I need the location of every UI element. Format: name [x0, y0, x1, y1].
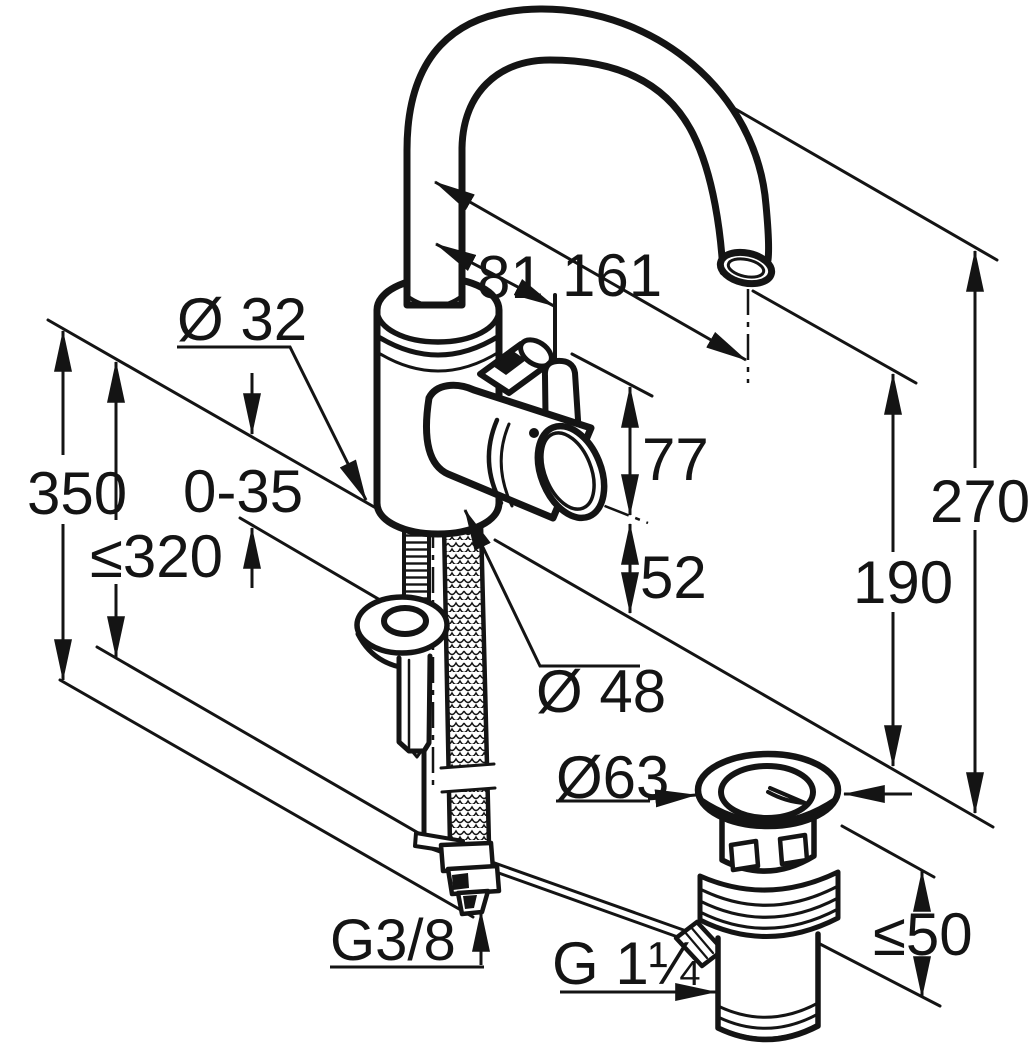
dim-label-0-35: 0-35 [183, 458, 303, 525]
mounting-hardware [354, 521, 694, 943]
lever-top-ref-line [570, 352, 654, 398]
dim-label-161: 161 [562, 242, 662, 309]
dim-label-dia32: Ø 32 [177, 286, 307, 353]
mounting-washer-inner [381, 605, 429, 637]
drain-bowl-slash [766, 786, 807, 805]
dim-161-line [433, 180, 748, 362]
dim-label-350: 350 [27, 460, 127, 527]
dimension-labels: Ø 32 350 0-35 ≤320 81 161 77 52 270 190 … [27, 242, 1030, 997]
dim-label-81: 81 [477, 244, 544, 311]
bracket-notch [410, 748, 424, 759]
dimension-lines [54, 180, 984, 1001]
handle-face-inner [540, 431, 596, 511]
dim-label-dia48: Ø 48 [536, 658, 666, 725]
handle-seam [486, 417, 504, 506]
threaded-rod [402, 526, 431, 602]
hose-upper-ref-line [95, 645, 448, 851]
drain-window [728, 838, 761, 873]
supply-hose [441, 521, 492, 848]
leader-dia32 [177, 345, 368, 502]
leader-dia48 [463, 508, 640, 668]
drain-collar-ridges [698, 884, 840, 930]
deck-top-left-line [46, 318, 378, 510]
hose-lower-ref-line [58, 678, 475, 919]
drain-deck-bottom-line [840, 824, 936, 879]
handle-seam [499, 422, 514, 508]
g38-connector [438, 840, 502, 917]
dim-label-320max: ≤320 [90, 523, 223, 590]
drain-thread [716, 1001, 820, 1040]
drain-assembly [673, 750, 842, 1043]
handle-dot [529, 428, 539, 438]
drain-flange-rim [697, 796, 839, 825]
leader-dia63 [556, 785, 912, 808]
deck-bottom-left-line [238, 516, 394, 609]
dim-label-190: 190 [853, 549, 953, 616]
dim-label-52: 52 [640, 544, 707, 611]
hose-coupling [439, 762, 497, 794]
dim-81-line [434, 242, 556, 308]
drain-window [777, 832, 810, 867]
deck-top-right-line [493, 538, 995, 829]
mounting-bracket [396, 653, 433, 754]
dim-label-50max: ≤50 [873, 901, 973, 968]
dim-label-g38: G3/8 [330, 908, 456, 973]
dim-label-g114: G 1¼ [552, 930, 700, 997]
leader-g38 [330, 909, 490, 969]
outlet-height-ref-line [751, 289, 918, 385]
dim-label-270: 270 [930, 468, 1030, 535]
dim-label-77: 77 [642, 426, 709, 493]
dim-label-dia63: Ø63 [556, 744, 669, 811]
